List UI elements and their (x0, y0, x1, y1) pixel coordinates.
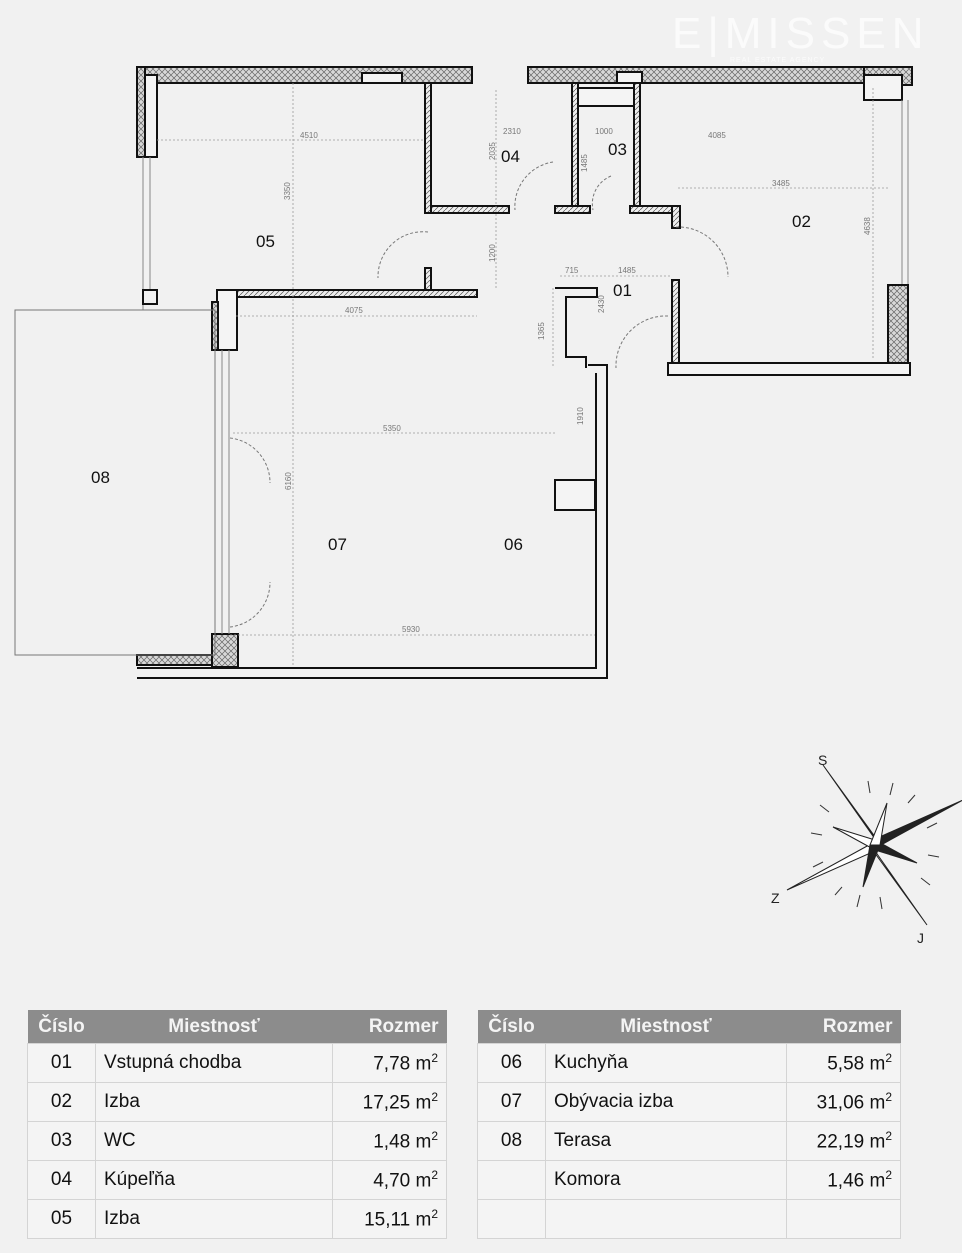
svg-text:1485: 1485 (618, 266, 636, 275)
dimension-lines (157, 83, 888, 665)
svg-text:3350: 3350 (283, 182, 292, 200)
svg-text:4075: 4075 (345, 306, 363, 315)
cell-room: Komora (545, 1160, 787, 1200)
room-label-07: 07 (328, 535, 347, 554)
room-labels: 01 02 03 04 05 06 07 08 (91, 140, 811, 554)
svg-text:1000: 1000 (595, 127, 613, 136)
svg-text:4510: 4510 (300, 131, 318, 140)
cell-size: 7,78 m2 (332, 1043, 447, 1083)
svg-text:715: 715 (565, 266, 579, 275)
cell-room: Izba (95, 1199, 333, 1239)
compass-letter-south: J (917, 930, 924, 946)
cell-size: 31,06 m2 (786, 1082, 901, 1122)
room-label-06: 06 (504, 535, 523, 554)
table-row-empty (477, 1199, 901, 1239)
svg-text:1910: 1910 (576, 407, 585, 425)
svg-text:2430: 2430 (597, 295, 606, 313)
cell-room: Vstupná chodba (95, 1043, 333, 1083)
room-label-02: 02 (792, 212, 811, 231)
svg-text:1365: 1365 (537, 322, 546, 340)
cell-num (477, 1199, 546, 1239)
cell-room: Kuchyňa (545, 1043, 787, 1083)
svg-text:5350: 5350 (383, 424, 401, 433)
room-label-05: 05 (256, 232, 275, 251)
header-room: Miestnosť (95, 1010, 333, 1044)
floor-plan: 4510 3350 2310 2035 1000 1485 4085 3485 … (14, 9, 962, 946)
cell-size (786, 1199, 901, 1239)
svg-text:E|MISSEN: E|MISSEN (672, 9, 929, 58)
compass-letter-north: S (818, 752, 827, 768)
cell-num: 03 (27, 1121, 96, 1161)
walls (14, 66, 913, 679)
dimension-labels: 4510 3350 2310 2035 1000 1485 4085 3485 … (283, 127, 872, 634)
header-room: Miestnosť (545, 1010, 787, 1044)
cell-num (477, 1160, 546, 1200)
svg-text:5930: 5930 (402, 625, 420, 634)
doors (229, 161, 729, 628)
cell-num: 05 (27, 1199, 96, 1239)
cell-num: 02 (27, 1082, 96, 1122)
cell-size: 4,70 m2 (332, 1160, 447, 1200)
cell-room: Izba (95, 1082, 333, 1122)
table-header: Číslo Miestnosť Rozmer (477, 1010, 901, 1044)
cell-num: 08 (477, 1121, 546, 1161)
compass-letter-west: Z (771, 890, 780, 906)
cell-room: Kúpeľňa (95, 1160, 333, 1200)
cell-room (545, 1199, 787, 1239)
cell-size: 22,19 m2 (786, 1121, 901, 1161)
svg-text:1485: 1485 (580, 154, 589, 172)
svg-text:6160: 6160 (284, 472, 293, 490)
cell-room: WC (95, 1121, 333, 1161)
cell-num: 04 (27, 1160, 96, 1200)
svg-text:4638: 4638 (863, 217, 872, 235)
header-size: Rozmer (332, 1010, 447, 1044)
cell-num: 07 (477, 1082, 546, 1122)
svg-text:2035: 2035 (488, 142, 497, 160)
cell-room: Obývacia izba (545, 1082, 787, 1122)
svg-text:REAL ESTATE AGENCY: REAL ESTATE AGENCY (730, 57, 825, 64)
room-label-01: 01 (613, 281, 632, 300)
svg-text:2310: 2310 (503, 127, 521, 136)
svg-text:3485: 3485 (772, 179, 790, 188)
room-label-08: 08 (91, 468, 110, 487)
cell-size: 1,46 m2 (786, 1160, 901, 1200)
watermark-logo: E|MISSEN REAL ESTATE AGENCY (672, 9, 929, 64)
svg-text:4085: 4085 (708, 131, 726, 140)
header-num: Číslo (477, 1010, 546, 1044)
cell-size: 1,48 m2 (332, 1121, 447, 1161)
room-label-04: 04 (501, 147, 520, 166)
cell-num: 01 (27, 1043, 96, 1083)
cell-room: Terasa (545, 1121, 787, 1161)
cell-size: 15,11 m2 (332, 1199, 447, 1239)
compass-rose-icon: S Z J (771, 752, 962, 946)
room-label-03: 03 (608, 140, 627, 159)
header-size: Rozmer (786, 1010, 901, 1044)
header-num: Číslo (27, 1010, 96, 1044)
cell-size: 17,25 m2 (332, 1082, 447, 1122)
table-header: Číslo Miestnosť Rozmer (27, 1010, 447, 1044)
svg-text:1200: 1200 (488, 244, 497, 262)
cell-num: 06 (477, 1043, 546, 1083)
cell-size: 5,58 m2 (786, 1043, 901, 1083)
